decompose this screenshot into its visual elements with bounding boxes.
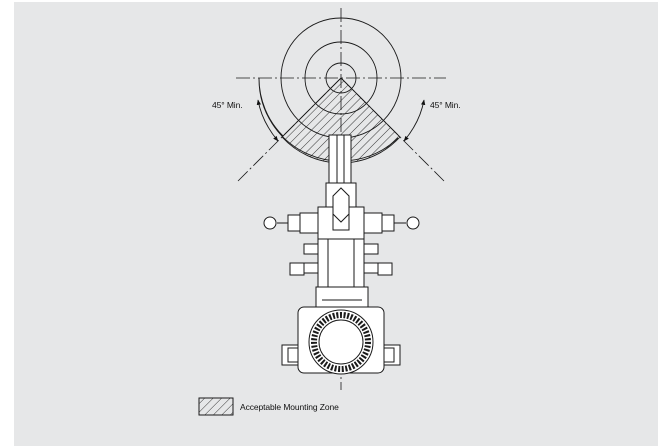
legend-label: Acceptable Mounting Zone [240,402,339,412]
legend-swatch [198,397,234,416]
angle-label-right: 45° Min. [430,100,461,110]
diag-right-line [340,77,445,182]
transmitter-assembly [263,134,420,375]
angle-label-left: 45° Min. [212,100,243,110]
diag-left-line [237,77,342,182]
left-angle-arrow [256,99,279,142]
right-angle-arrow [403,99,426,142]
